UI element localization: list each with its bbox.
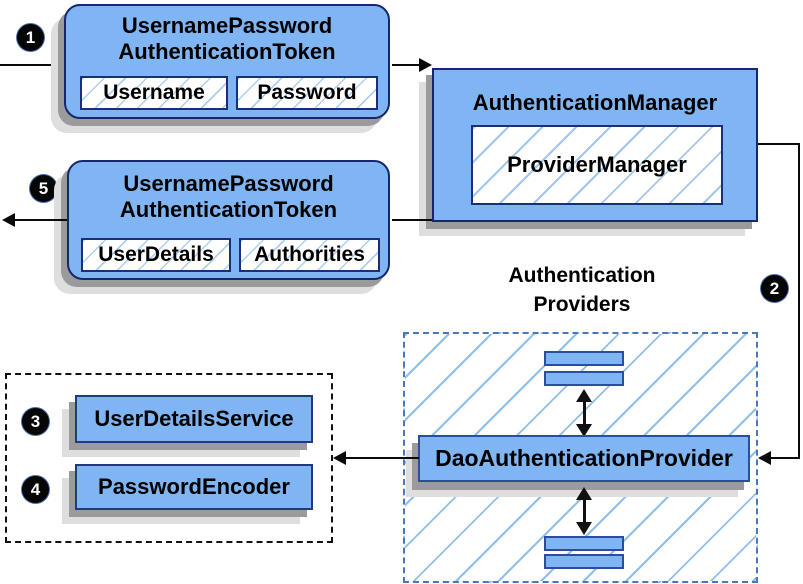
token-response-title: UsernamePassword AuthenticationToken: [69, 162, 388, 223]
response-out-line: [10, 219, 67, 221]
manager-to-providers-line-vertical: [798, 143, 800, 459]
services-region: 3 UserDetailsService 4 PasswordEncoder: [5, 373, 333, 543]
provider-link-arrow-bottom: [576, 487, 592, 535]
provider-manager-box: ProviderManager: [471, 125, 723, 205]
request-to-manager-line: [392, 64, 422, 66]
user-details-field: UserDetails: [81, 238, 231, 272]
manager-to-response-line: [392, 219, 432, 221]
providers-label-line1: Authentication: [508, 264, 656, 287]
provider-link-arrow-top: [576, 389, 592, 437]
incoming-request-line: [0, 64, 64, 66]
token-response-title-line2: AuthenticationToken: [119, 197, 338, 222]
arrow-up-icon: [576, 389, 592, 402]
provider-stub-bar-bottom-1: [544, 536, 624, 551]
password-encoder-box: PasswordEncoder: [75, 464, 313, 510]
step-2-badge: 2: [761, 275, 788, 302]
username-password-token-request-box: UsernamePassword AuthenticationToken Use…: [64, 4, 390, 119]
token-response-title-line1: UsernamePassword: [123, 171, 334, 196]
step-4-badge: 4: [22, 476, 49, 503]
providers-arrowhead-icon: [758, 451, 771, 465]
token-request-title: UsernamePassword AuthenticationToken: [66, 6, 388, 65]
step-3-badge: 3: [22, 408, 49, 435]
arrow-down-icon: [576, 522, 592, 535]
password-field: Password: [236, 76, 378, 110]
manager-to-providers-line-bottom: [770, 457, 800, 459]
authentication-providers-label: Authentication Providers: [472, 261, 692, 319]
step-5-badge: 5: [30, 175, 57, 202]
token-request-title-line2: AuthenticationToken: [118, 39, 336, 64]
username-password-token-response-box: UsernamePassword AuthenticationToken Use…: [67, 160, 390, 280]
authentication-manager-title: AuthenticationManager: [472, 90, 718, 115]
arrow-up-icon: [576, 487, 592, 500]
manager-to-providers-line-top: [758, 143, 800, 145]
authorities-field: Authorities: [239, 238, 380, 272]
provider-stub-bar-top-1: [544, 351, 624, 366]
arrow-down-icon: [576, 424, 592, 437]
provider-stub-bar-top-2: [544, 371, 624, 386]
provider-stub-bar-bottom-2: [544, 554, 624, 569]
providers-label-line2: Providers: [533, 293, 631, 316]
dao-to-services-line: [345, 457, 419, 459]
user-details-service-box: UserDetailsService: [75, 395, 313, 443]
request-to-manager-arrowhead-icon: [419, 58, 432, 72]
username-field: Username: [80, 76, 228, 110]
token-request-title-line1: UsernamePassword: [121, 13, 333, 38]
authentication-providers-region: DaoAuthenticationProvider: [403, 332, 758, 583]
response-out-arrowhead-icon: [2, 213, 15, 227]
dao-authentication-provider-box: DaoAuthenticationProvider: [418, 435, 750, 482]
step-1-badge: 1: [17, 24, 44, 51]
dao-to-services-arrowhead-icon: [333, 451, 346, 465]
authentication-manager-box: AuthenticationManager ProviderManager: [432, 68, 758, 222]
